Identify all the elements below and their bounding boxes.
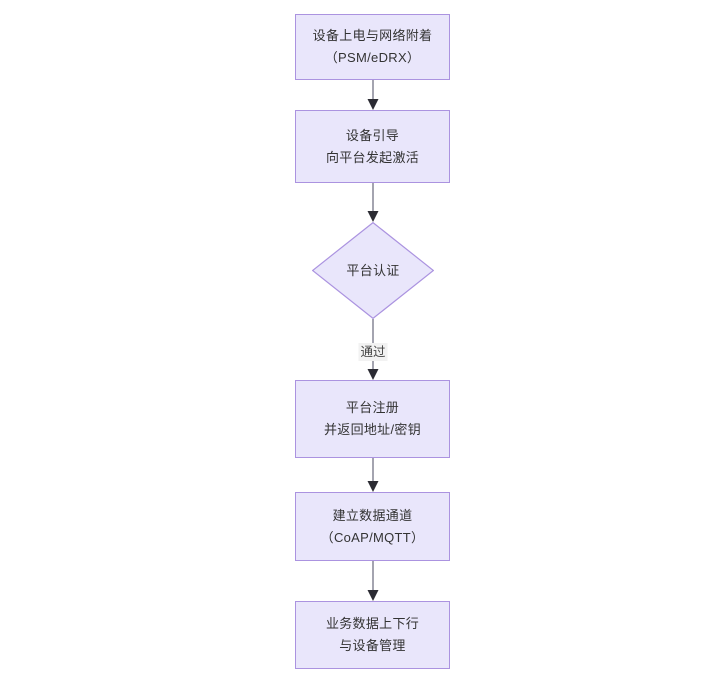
node-platform-authentication[interactable]: 平台认证	[312, 222, 434, 319]
node-device-bootstrap[interactable]: 设备引导 向平台发起激活	[295, 110, 450, 183]
node-label: 设备引导 向平台发起激活	[325, 127, 420, 165]
node-label: 平台注册 并返回地址/密钥	[323, 400, 421, 437]
node-platform-registration[interactable]: 平台注册 并返回地址/密钥	[295, 380, 450, 458]
node-business-data-and-device-management[interactable]: 业务数据上下行 与设备管理	[295, 601, 450, 669]
edge-n4-n5	[367, 458, 379, 492]
diamond-shape	[312, 222, 434, 319]
edge-n2-n3	[367, 183, 379, 222]
edge-label-pass: 通过	[358, 343, 388, 361]
node-device-power-on[interactable]: 设备上电与网络附着 （PSM/eDRX）	[295, 14, 450, 80]
node-label: 平台认证	[346, 262, 400, 278]
edge-n1-n2	[367, 80, 379, 110]
node-label: 设备上电与网络附着 （PSM/eDRX）	[312, 28, 433, 65]
node-establish-data-channel[interactable]: 建立数据通道 （CoAP/MQTT）	[295, 492, 450, 561]
node-label: 业务数据上下行 与设备管理	[325, 616, 420, 653]
edge-n5-n6	[367, 561, 379, 601]
node-label: 建立数据通道 （CoAP/MQTT）	[320, 507, 425, 545]
